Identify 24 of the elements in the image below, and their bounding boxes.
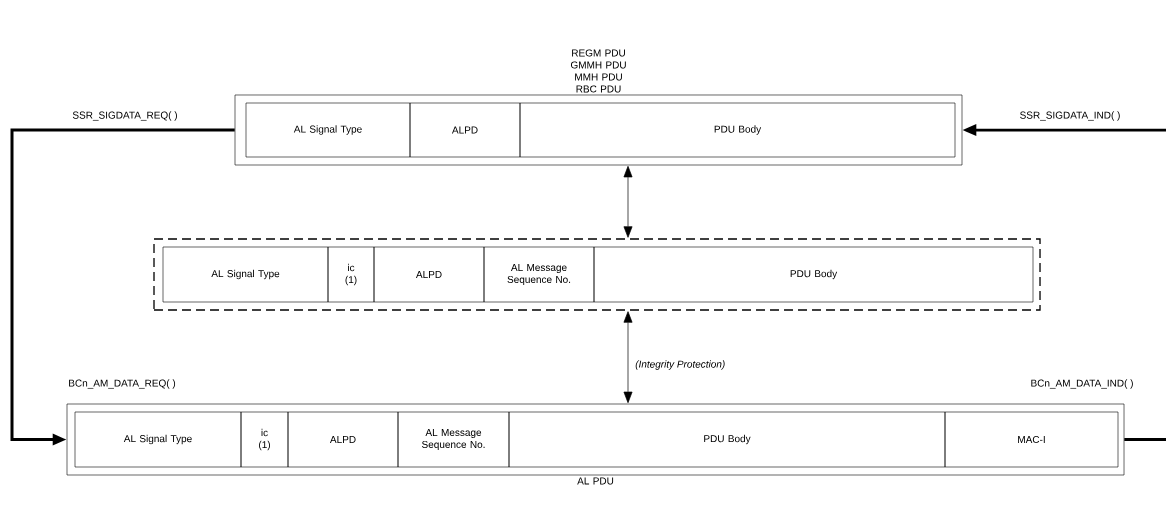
field-cell: AL Signal Type xyxy=(245,102,411,158)
signal-label: BCn_AM_DATA_REQ( ) xyxy=(69,379,176,389)
field-cell: MAC-I xyxy=(944,411,1119,468)
node-label: REGM PDU GMMH PDU MMH PDU RBC PDU xyxy=(570,49,626,93)
field-cell: PDU Body xyxy=(519,102,956,158)
signal-label: SSR_SIGDATA_REQ( ) xyxy=(72,111,177,121)
field-cell: PDU Body xyxy=(593,246,1034,303)
signal-label: SSR_SIGDATA_IND( ) xyxy=(1020,111,1120,121)
node-label: AL PDU xyxy=(577,477,614,485)
field-cell: AL Signal Type xyxy=(74,411,242,468)
edge-label: (Integrity Protection) xyxy=(634,359,727,371)
dashed-frame xyxy=(153,238,1041,311)
field-cell: ALPD xyxy=(409,102,521,158)
field-cell: ic (1) xyxy=(327,246,375,303)
field-cell: AL Message Sequence No. xyxy=(397,411,510,468)
field-cell: ALPD xyxy=(373,246,485,303)
signal-label: BCn_AM_DATA_IND( ) xyxy=(1031,379,1133,389)
field-cell: AL Message Sequence No. xyxy=(483,246,595,303)
field-cell: ic (1) xyxy=(240,411,289,468)
field-cell: PDU Body xyxy=(508,411,946,468)
field-cell: ALPD xyxy=(287,411,399,468)
arrow xyxy=(623,165,633,238)
field-cell: AL Signal Type xyxy=(162,246,329,303)
arrow xyxy=(623,311,633,404)
